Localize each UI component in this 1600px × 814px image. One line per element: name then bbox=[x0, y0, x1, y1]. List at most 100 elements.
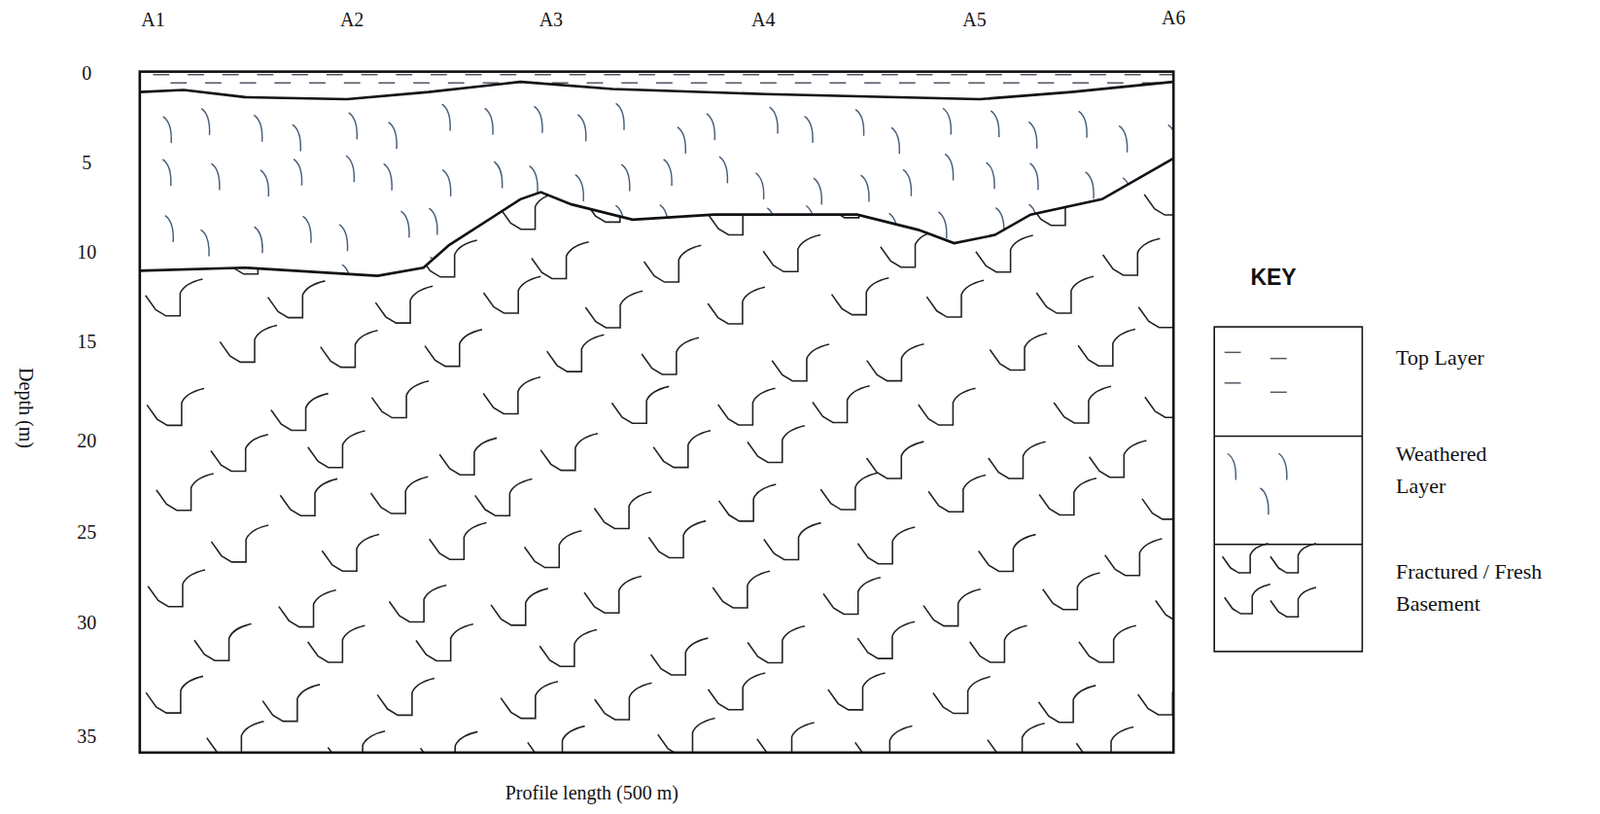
basement-symbol bbox=[1078, 625, 1137, 662]
top-layer-dash bbox=[291, 73, 309, 75]
top-layer-dash bbox=[795, 81, 812, 83]
basement-symbol bbox=[585, 290, 643, 328]
top-layer-dash bbox=[777, 73, 795, 75]
weathered-arc bbox=[903, 169, 912, 196]
depth-tick: 10 bbox=[76, 241, 97, 264]
top-layer-dash bbox=[950, 73, 968, 75]
weathered-arc bbox=[1259, 487, 1269, 515]
weathered-arc bbox=[763, 268, 772, 295]
weathered-arc bbox=[383, 163, 393, 190]
weathered-arc bbox=[339, 224, 348, 251]
top-layer-dash bbox=[1054, 73, 1072, 75]
weathered-arc bbox=[621, 164, 630, 191]
basement-symbol bbox=[379, 186, 437, 224]
basement-symbol bbox=[987, 723, 1045, 761]
basement-symbol bbox=[1155, 584, 1214, 622]
basement-symbol bbox=[439, 437, 497, 475]
basement-symbol bbox=[1103, 238, 1161, 276]
basement-symbol bbox=[641, 337, 699, 375]
station-label: A2 bbox=[340, 8, 364, 32]
basement-symbol bbox=[978, 534, 1037, 572]
basement-symbol bbox=[377, 678, 435, 716]
basement-symbol bbox=[1039, 478, 1097, 516]
top-layer-dash bbox=[1089, 73, 1107, 75]
weathered-arc bbox=[891, 127, 901, 154]
weathered-arc bbox=[1078, 110, 1088, 138]
basement-symbol bbox=[975, 235, 1034, 273]
basement-symbol bbox=[1076, 727, 1134, 765]
weathered-arc bbox=[1126, 257, 1136, 284]
weathered-arc bbox=[986, 162, 996, 189]
weathered-arc bbox=[943, 273, 953, 300]
top-layer-dash bbox=[309, 81, 326, 83]
basement-symbol bbox=[1142, 482, 1200, 520]
weathered-arc bbox=[769, 106, 779, 134]
basement-symbol bbox=[1224, 584, 1271, 614]
top-layer-dash bbox=[170, 81, 187, 83]
weathered-arc bbox=[493, 161, 503, 188]
basement-symbol bbox=[388, 585, 447, 623]
top-layer-dash bbox=[1270, 391, 1287, 393]
weathered-arc bbox=[533, 105, 543, 133]
top-layer-dash bbox=[1003, 81, 1020, 83]
basement-symbol bbox=[279, 478, 338, 516]
basement-symbol bbox=[651, 637, 709, 675]
legend-text: Weathered Layer bbox=[1395, 437, 1523, 502]
weathered-arc bbox=[805, 205, 815, 232]
basement-symbol bbox=[923, 589, 981, 627]
basement-symbol bbox=[1270, 543, 1317, 573]
depth-tick: 30 bbox=[76, 611, 97, 634]
layer-boundary bbox=[139, 81, 1174, 100]
top-layer-dash bbox=[430, 73, 448, 75]
basement-symbol bbox=[855, 726, 913, 764]
basement-symbol bbox=[644, 244, 702, 282]
weathered-arc bbox=[210, 163, 220, 190]
basement-symbol bbox=[163, 185, 221, 223]
basement-symbol bbox=[707, 286, 766, 324]
top-layer-dash bbox=[603, 73, 621, 75]
top-layer-texture bbox=[152, 74, 1193, 83]
axis-title: Depth (m) bbox=[14, 368, 37, 450]
basement-symbol bbox=[147, 569, 206, 607]
basement-symbol bbox=[857, 621, 915, 659]
weathered-arc bbox=[905, 266, 915, 293]
basement-symbol bbox=[867, 344, 925, 382]
basement-symbol bbox=[771, 344, 830, 382]
weathered-arc bbox=[292, 124, 302, 151]
weathered-arc bbox=[1028, 204, 1038, 231]
basement-symbol bbox=[375, 285, 433, 323]
basement-symbol bbox=[210, 434, 269, 472]
basement-symbol bbox=[718, 484, 776, 522]
basement-symbol bbox=[593, 491, 652, 529]
weathered-arc bbox=[1085, 172, 1095, 199]
basement-symbol bbox=[219, 325, 278, 363]
top-layer-dash bbox=[569, 73, 587, 75]
weathered-arc bbox=[533, 226, 543, 253]
top-layer-dash bbox=[864, 81, 881, 83]
layer-boundary bbox=[139, 158, 1174, 277]
top-layer-dash bbox=[448, 81, 465, 83]
weathered-arc bbox=[254, 226, 264, 253]
weathered-arc bbox=[388, 122, 398, 149]
basement-symbol bbox=[823, 577, 881, 615]
top-layer-dash bbox=[465, 73, 483, 75]
weathered-arc bbox=[529, 166, 539, 193]
weathered-arc bbox=[942, 107, 952, 135]
legend-box bbox=[1214, 326, 1362, 652]
weathered-arc bbox=[706, 113, 716, 140]
weathered-arc bbox=[208, 274, 217, 301]
basement-symbol bbox=[1270, 587, 1317, 617]
top-layer-dash bbox=[1107, 81, 1124, 83]
basement-symbol bbox=[918, 387, 976, 425]
top-layer-dash bbox=[187, 73, 205, 75]
weathered-arc bbox=[938, 211, 947, 239]
legend-text: Fractured / Fresh Basement bbox=[1395, 555, 1591, 620]
basement-symbol bbox=[1222, 543, 1269, 573]
basement-symbol bbox=[145, 278, 204, 316]
top-layer-dash bbox=[152, 73, 170, 75]
weathered-arc bbox=[488, 221, 498, 248]
basement-symbol bbox=[926, 279, 984, 317]
top-layer-dash bbox=[413, 81, 430, 83]
top-layer-dash bbox=[760, 81, 777, 83]
basement-symbol bbox=[429, 522, 487, 560]
